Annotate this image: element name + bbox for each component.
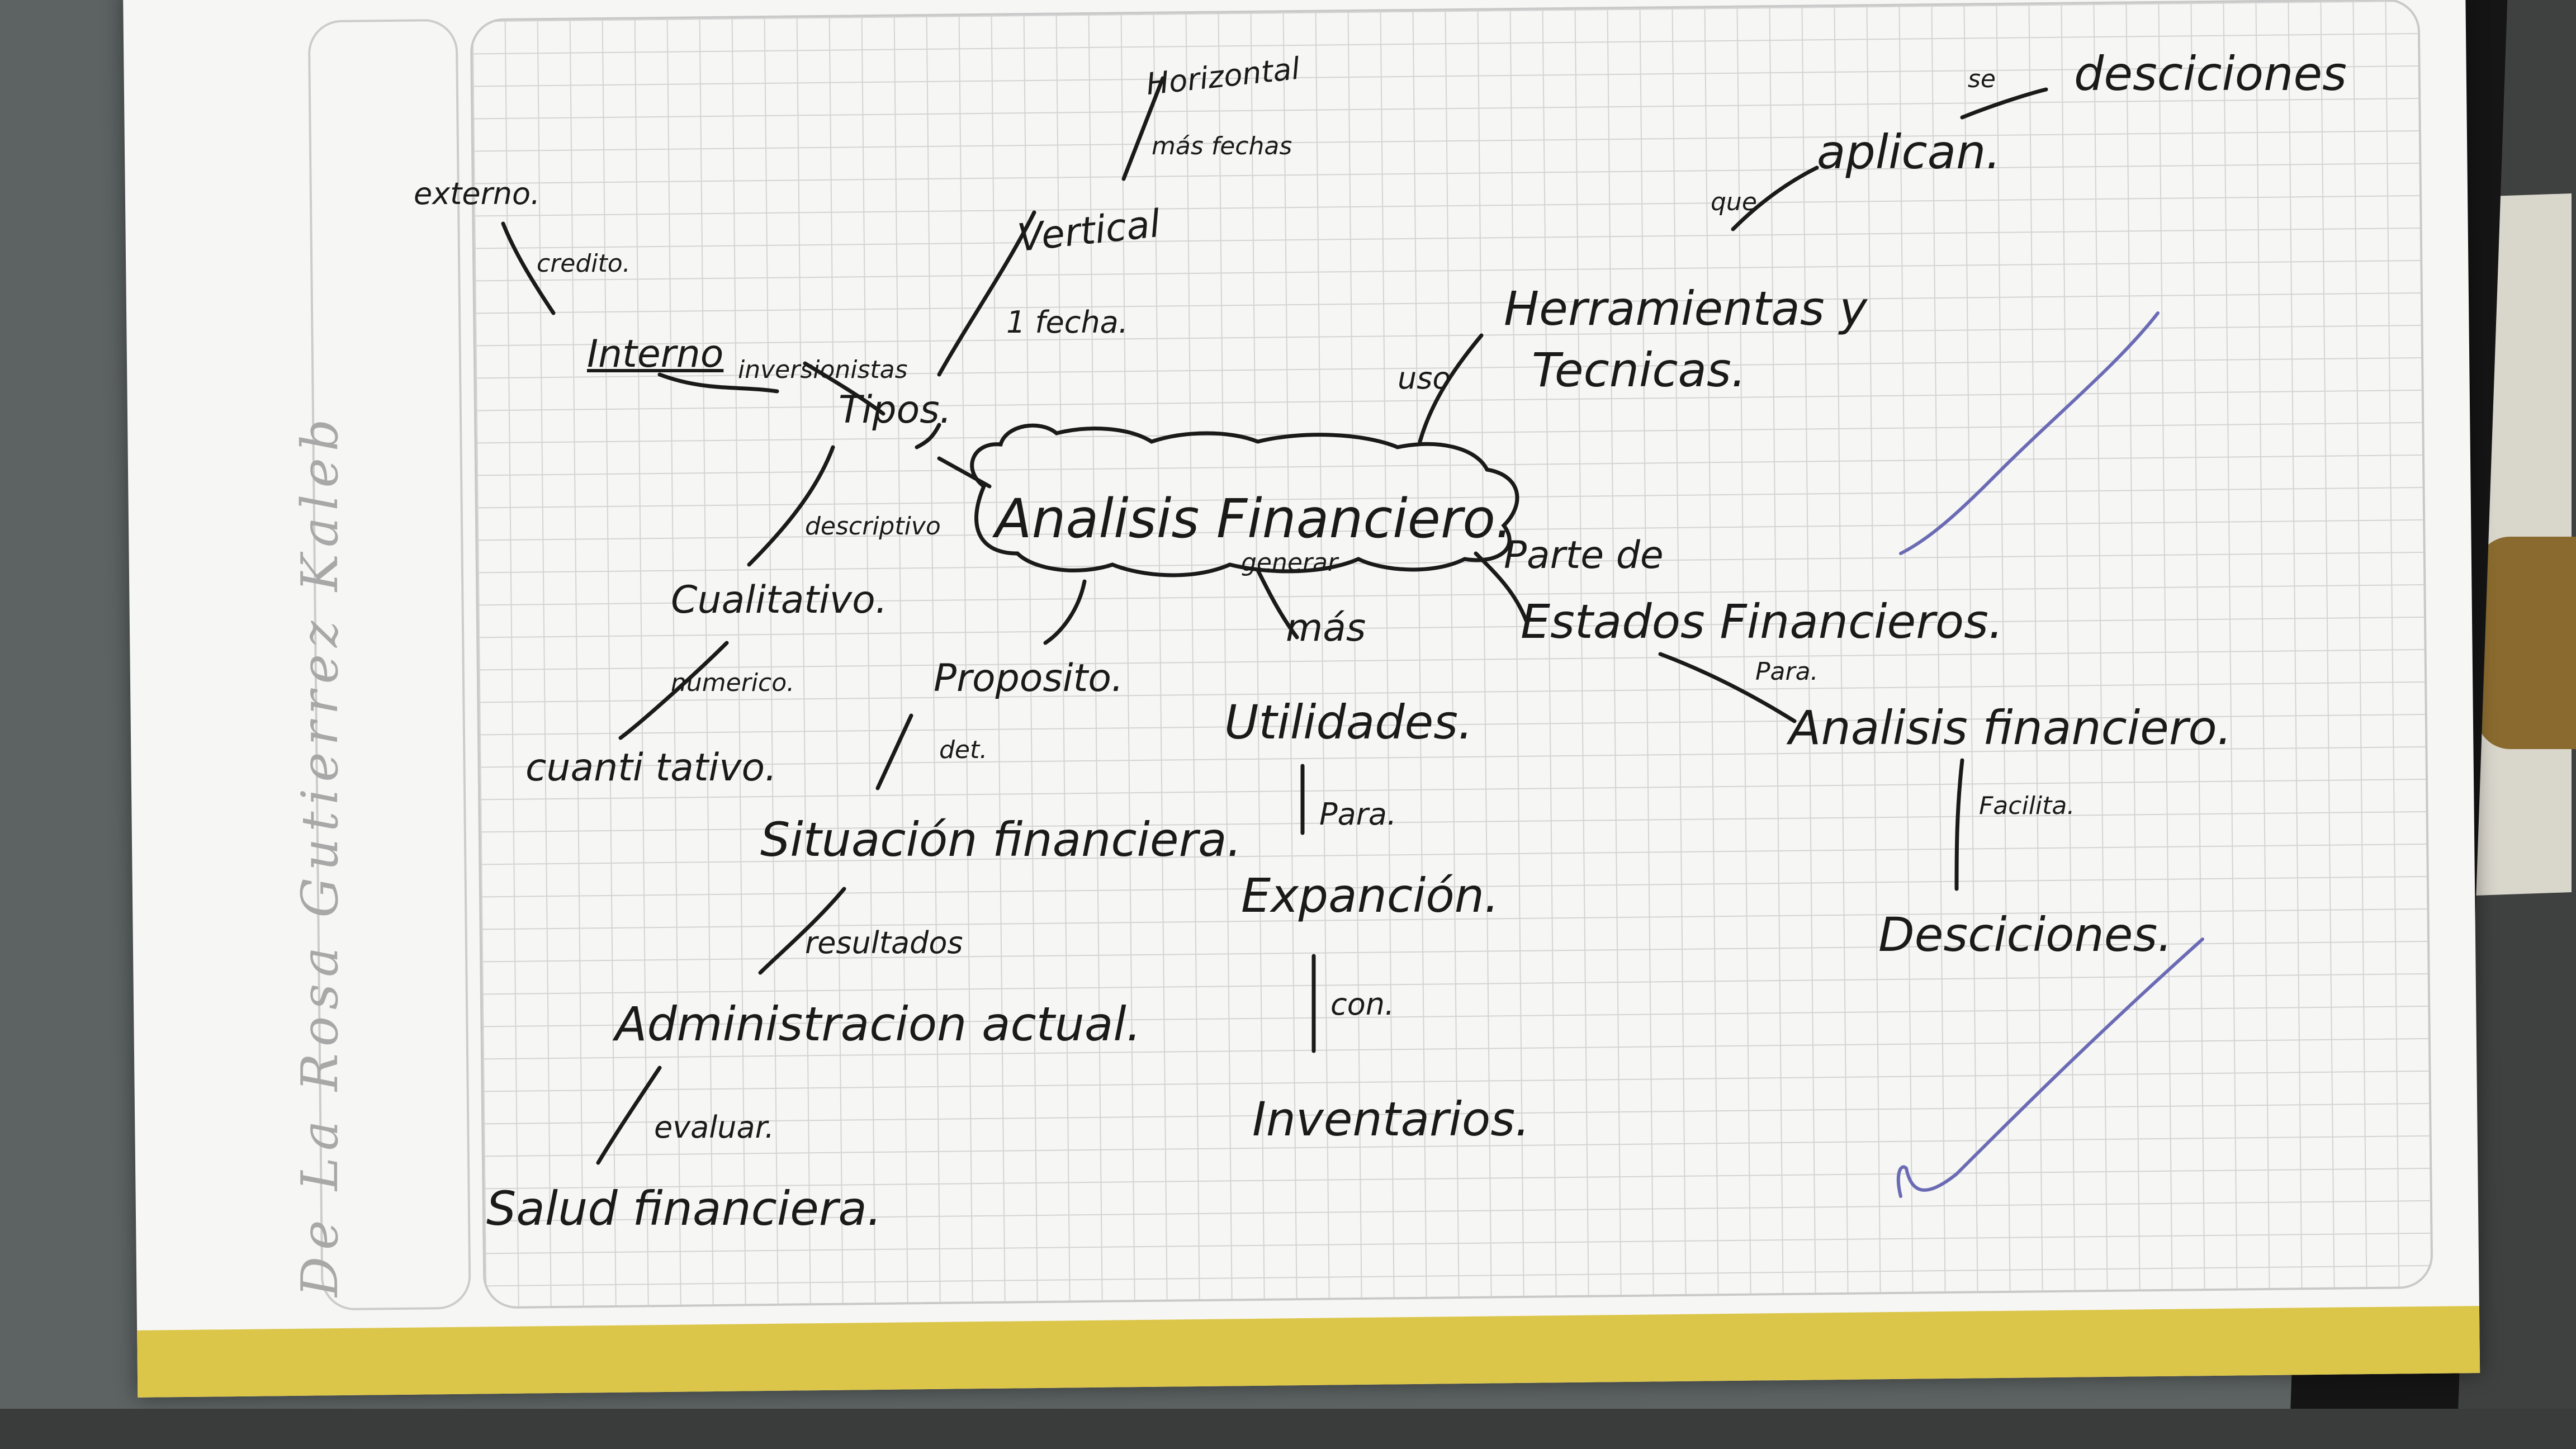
- node-resultados: resultados: [805, 925, 963, 960]
- node-interno: Interno: [587, 332, 724, 376]
- node-numerico: numerico.: [671, 669, 795, 697]
- check-mark-top: [1899, 311, 2160, 555]
- node-facilita: Facilita.: [1979, 792, 2075, 820]
- node-tipos: Tipos.: [839, 388, 952, 432]
- node-parte-de: Parte de: [1504, 533, 1664, 577]
- node-cuantitativo: cuanti tativo.: [525, 746, 777, 790]
- node-administracion-actual: Administracion actual.: [615, 997, 1142, 1052]
- node-desciciones: Desciciones.: [1878, 907, 2172, 962]
- node-descriptivo: descriptivo: [805, 512, 941, 541]
- node-salud-financiera: Salud financiera.: [486, 1181, 882, 1236]
- node-cualitativo: Cualitativo.: [671, 578, 888, 622]
- node-para-1: Para.: [1319, 797, 1397, 832]
- node-herramientas: Herramientas y: [1504, 281, 1868, 336]
- table-edge: [0, 1409, 2576, 1449]
- node-desciciones-top: desciciones: [2074, 46, 2347, 101]
- node-uso: uso: [1398, 361, 1451, 396]
- check-mark-bottom: [1896, 937, 2204, 1198]
- node-tecnicas: Tecnicas.: [1532, 343, 1746, 397]
- node-generar: generar: [1241, 548, 1338, 577]
- node-analisis-financiero: Analisis financiero.: [1789, 700, 2232, 755]
- node-que: que: [1711, 188, 1757, 216]
- node-inversionistas: inversionistas: [738, 356, 908, 384]
- node-expansion: Expanción.: [1241, 868, 1499, 923]
- node-se: se: [1968, 65, 1996, 93]
- node-inventarios: Inventarios.: [1252, 1092, 1530, 1147]
- node-mas: más: [1286, 606, 1366, 650]
- node-det: det.: [939, 736, 988, 764]
- node-credito: credito.: [537, 249, 631, 278]
- node-una-fecha: 1 fecha.: [1006, 305, 1128, 340]
- node-utilidades: Utilidades.: [1224, 695, 1473, 750]
- node-aplican: aplican.: [1817, 125, 2001, 179]
- node-estados-financieros: Estados Financieros.: [1521, 594, 2004, 649]
- node-con: con.: [1330, 987, 1395, 1022]
- node-externo: externo.: [414, 176, 541, 211]
- center-topic: Analisis Financiero.: [995, 487, 1513, 550]
- node-mas-fechas: más fechas: [1152, 132, 1292, 160]
- node-evaluar: evaluar.: [654, 1110, 774, 1145]
- author-name: De La Rosa Gutierrez Kaleb: [291, 412, 349, 1297]
- center-cloud: [970, 423, 1519, 577]
- node-para-2: Para.: [1755, 657, 1819, 686]
- background-object: [2476, 537, 2576, 749]
- node-proposito: Proposito.: [934, 656, 1124, 700]
- node-situacion-financiera: Situación financiera.: [760, 812, 1242, 867]
